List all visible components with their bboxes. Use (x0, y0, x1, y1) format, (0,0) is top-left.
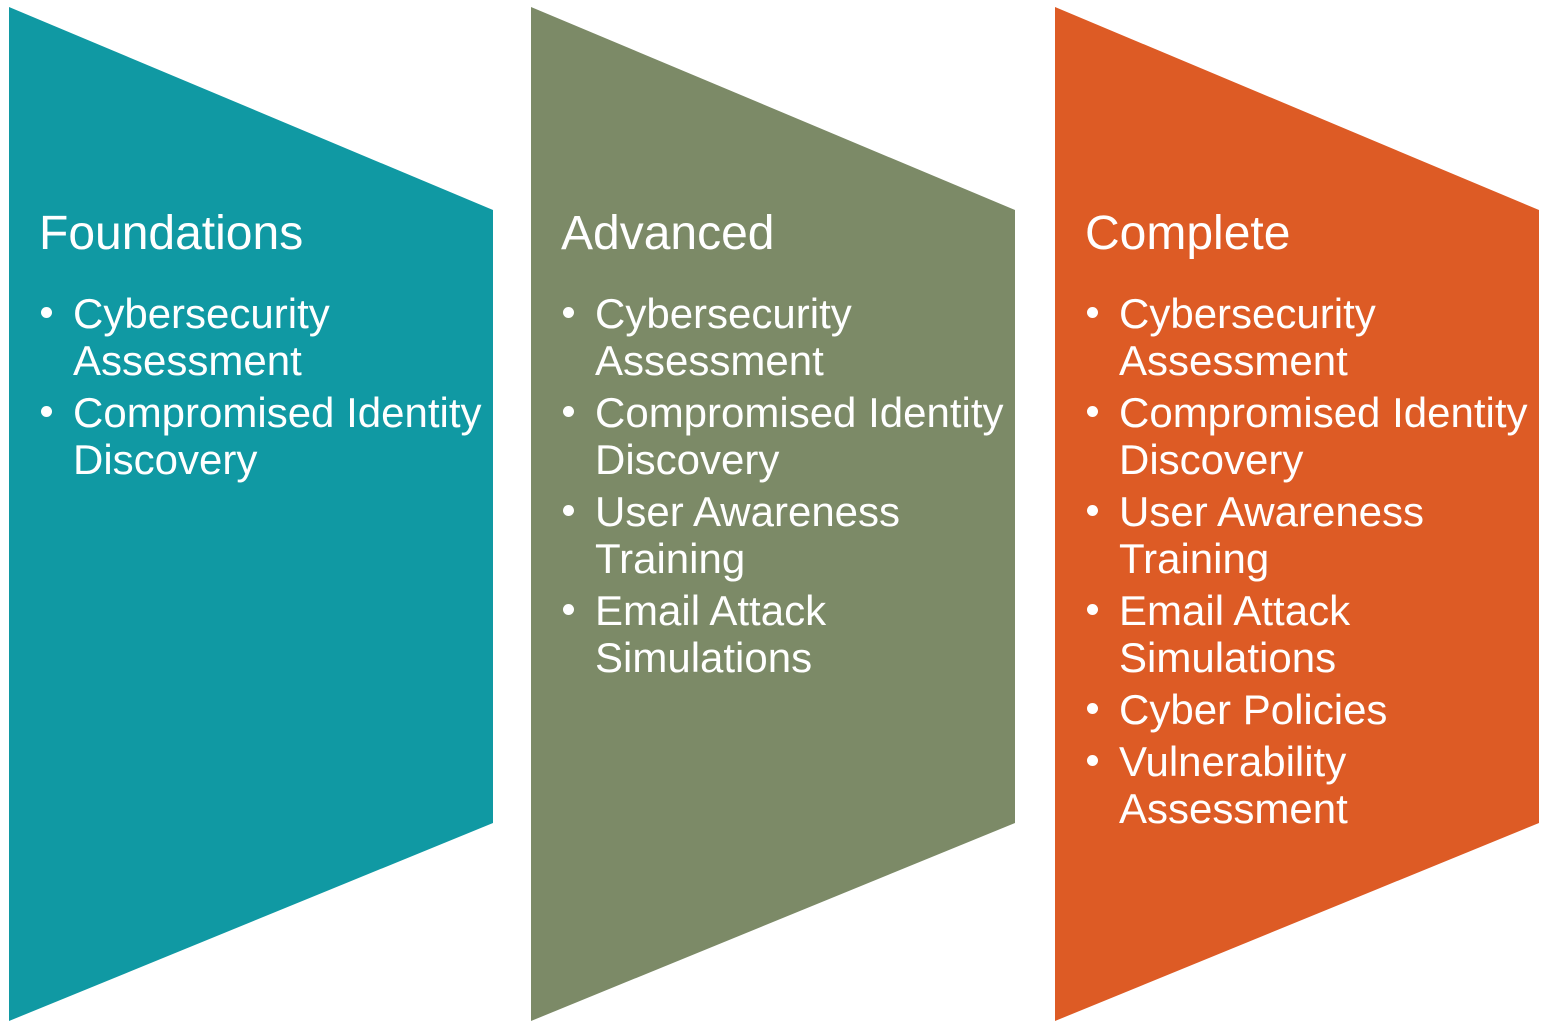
list-item: Compromised Identity Discovery (563, 389, 1015, 483)
list-item: Cybersecurity Assessment (41, 290, 493, 384)
list-item: Email Attack Simulations (1087, 587, 1539, 681)
list-item: Cybersecurity Assessment (563, 290, 1015, 384)
panel-title: Foundations (39, 207, 304, 260)
list-item: Compromised Identity Discovery (41, 389, 493, 483)
panel-title: Complete (1085, 207, 1291, 260)
list-item: Cybersecurity Assessment (1087, 290, 1539, 384)
panel-title: Advanced (561, 207, 775, 260)
list-item: Compromised Identity Discovery (1087, 389, 1539, 483)
list-item: Vulnerability Assessment (1087, 738, 1539, 832)
list-item: Cyber Policies (1087, 686, 1539, 733)
list-item: Email Attack Simulations (563, 587, 1015, 681)
list-item: User Awareness Training (1087, 488, 1539, 582)
list-item: User Awareness Training (563, 488, 1015, 582)
